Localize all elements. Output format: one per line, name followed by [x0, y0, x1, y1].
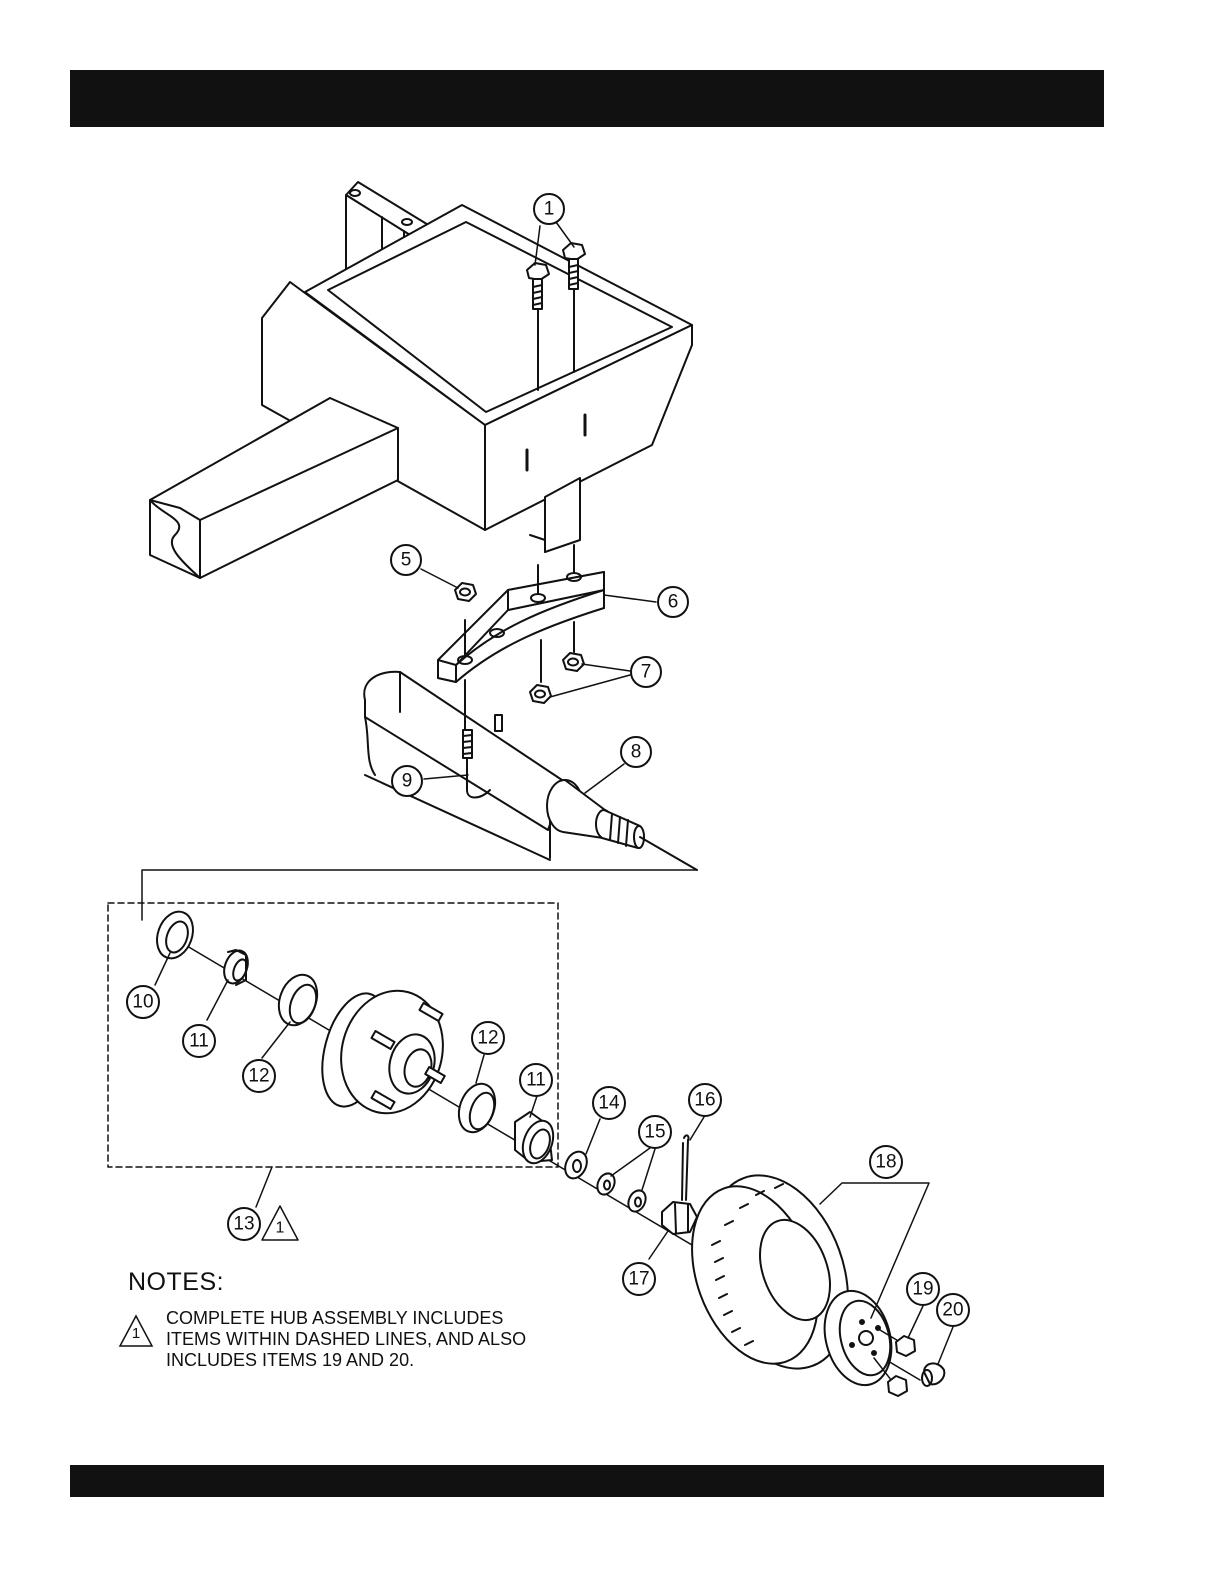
notes-title: NOTES:	[128, 1268, 224, 1297]
svg-text:15: 15	[644, 1122, 665, 1143]
callout-10: 10	[127, 986, 159, 1018]
grease-seal	[151, 907, 199, 964]
svg-text:8: 8	[631, 742, 642, 763]
svg-text:18: 18	[875, 1152, 896, 1173]
cotter-pin	[682, 1135, 689, 1200]
callout-14: 14	[593, 1087, 625, 1119]
svg-text:12: 12	[248, 1066, 269, 1087]
callout-20: 20	[937, 1294, 969, 1326]
callout-1: 1	[534, 194, 564, 224]
svg-text:17: 17	[628, 1269, 649, 1290]
note-text: COMPLETE HUB ASSEMBLY INCLUDES ITEMS WIT…	[166, 1308, 636, 1371]
inner-bearing-cup	[272, 969, 324, 1030]
axle-mounting-bracket	[150, 182, 692, 578]
callout-19: 19	[907, 1273, 939, 1305]
hub	[311, 979, 456, 1125]
callout-8: 8	[621, 737, 651, 767]
callout-9: 9	[392, 766, 422, 796]
callout-13: 13 1	[228, 1206, 298, 1240]
notes-block: NOTES: 1 COMPLETE HUB ASSEMBLY INCLUDES …	[128, 1268, 224, 1305]
hub-assembly-leader	[142, 870, 697, 920]
svg-text:1: 1	[276, 1220, 285, 1237]
note-line: INCLUDES ITEMS 19 AND 20.	[166, 1350, 636, 1371]
svg-text:16: 16	[694, 1090, 715, 1111]
svg-text:9: 9	[402, 771, 413, 792]
svg-text:7: 7	[641, 662, 652, 683]
callout-6: 6	[658, 587, 688, 617]
svg-text:13: 13	[233, 1214, 254, 1235]
callout-16: 16	[689, 1084, 721, 1116]
castle-nut	[662, 1202, 697, 1234]
callout-17: 17	[623, 1263, 655, 1295]
callout-11-outer: 11	[520, 1064, 552, 1096]
callout-12-outer: 12	[472, 1022, 504, 1054]
callout-7: 7	[631, 657, 661, 687]
svg-text:12: 12	[477, 1028, 498, 1049]
svg-text:6: 6	[668, 592, 679, 613]
callout-12-inner: 12	[243, 1060, 275, 1092]
callout-5: 5	[391, 545, 421, 575]
outer-bearing-cone	[515, 1112, 559, 1167]
inner-bearing-cone	[220, 947, 252, 986]
svg-text:1: 1	[544, 199, 555, 220]
svg-text:11: 11	[526, 1070, 546, 1091]
svg-text:5: 5	[401, 550, 412, 571]
note-line: ITEMS WITHIN DASHED LINES, AND ALSO	[166, 1329, 636, 1350]
callout-11-inner: 11	[183, 1025, 215, 1057]
svg-text:19: 19	[912, 1279, 933, 1300]
callout-15: 15	[639, 1116, 671, 1148]
note-line: COMPLETE HUB ASSEMBLY INCLUDES	[166, 1308, 636, 1329]
footer-bar	[70, 1465, 1104, 1497]
note-symbol-triangle: 1	[118, 1314, 154, 1348]
dust-cap	[922, 1363, 944, 1386]
svg-text:20: 20	[942, 1300, 963, 1321]
note-symbol-number: 1	[132, 1325, 140, 1342]
svg-text:11: 11	[189, 1031, 209, 1052]
callout-18: 18	[870, 1146, 902, 1178]
svg-text:10: 10	[132, 992, 153, 1013]
svg-text:14: 14	[598, 1093, 620, 1114]
